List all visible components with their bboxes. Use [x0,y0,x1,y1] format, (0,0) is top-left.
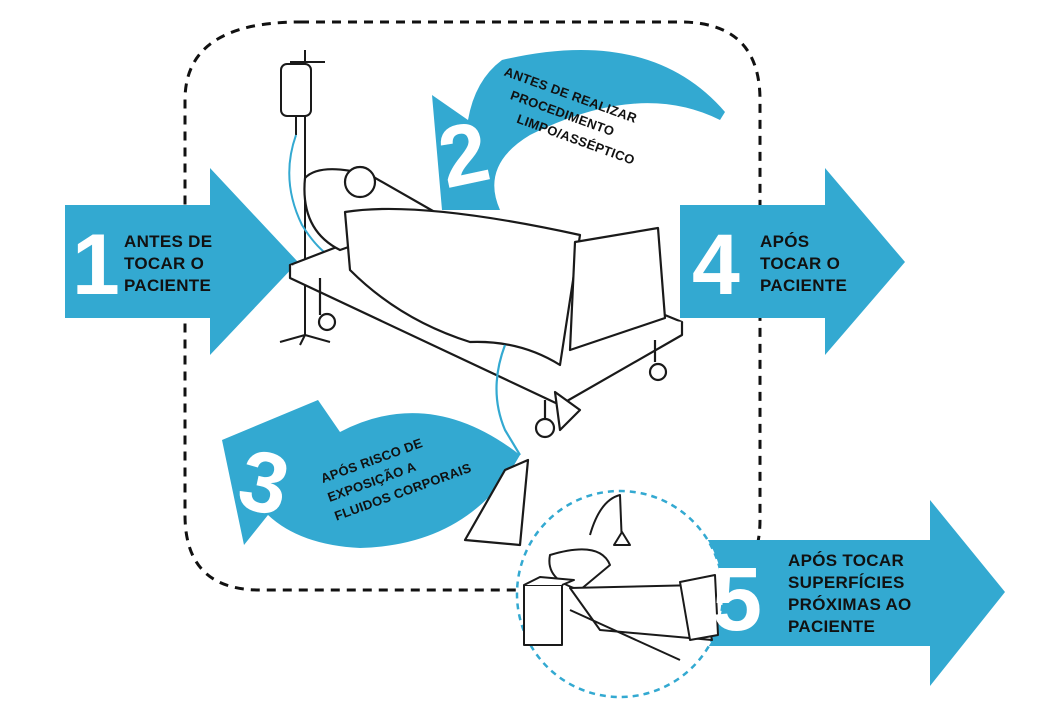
moment-4-number: 4 [692,217,740,313]
moment-1-label: ANTES DE TOCAR O PACIENTE [124,232,213,295]
moment-3-arrow [222,400,520,548]
moment-4-label: APÓS TOCAR O PACIENTE [760,232,848,295]
moment-4-arrow [680,168,905,355]
moment-5-number: 5 [712,550,763,650]
moment-5-label: APÓS TOCAR SUPERFÍCIES PRÓXIMAS AO PACIE… [788,551,912,636]
moment-5-arrow [690,500,1005,686]
moment-1-number: 1 [72,217,120,313]
moment-2-arrow [432,49,725,210]
bed-illustration [288,165,684,547]
moment-1-arrow [65,168,298,355]
patient-zone-boundary [183,20,762,592]
surroundings-illustration [523,494,719,661]
